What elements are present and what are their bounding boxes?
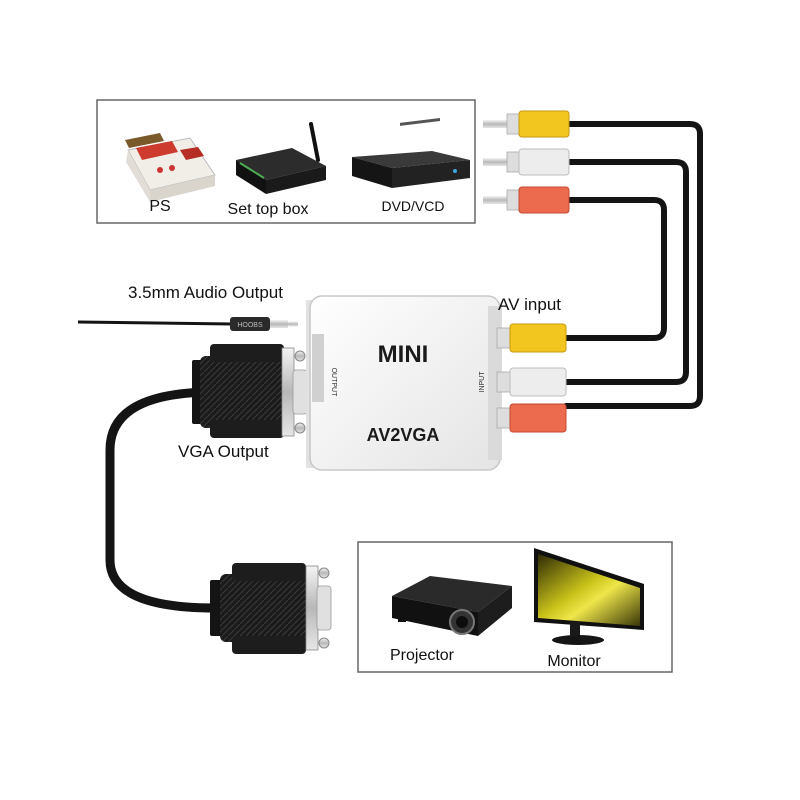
rca-plug-yellow-input xyxy=(496,323,567,353)
audio-cable xyxy=(77,320,233,326)
av-cables xyxy=(563,121,703,409)
output-devices-frame xyxy=(357,541,673,673)
ps-console-icon xyxy=(125,133,216,202)
output-label-monitor: Monitor xyxy=(547,653,601,670)
set-top-box-icon xyxy=(236,122,326,194)
monitor-icon xyxy=(534,548,644,645)
source-label-set-top-box: Set top box xyxy=(228,201,309,218)
vga-output-label: VGA Output xyxy=(178,442,269,461)
rca-plug-white-input xyxy=(496,367,567,397)
rca-plug-red-top xyxy=(483,186,570,214)
dvd-player-icon xyxy=(352,117,470,188)
vga-connector-upper xyxy=(192,344,308,438)
converter-input-port-label: INPUT xyxy=(479,371,486,393)
converter-output-port-label: OUTPUT xyxy=(330,368,337,398)
av-input-label: AV input xyxy=(498,295,561,314)
rca-plug-yellow-top xyxy=(483,110,570,138)
audio-jack-icon: HOOBS xyxy=(230,317,298,331)
source-label-dvd-vcd: DVD/VCD xyxy=(381,198,444,214)
audio-output-label: 3.5mm Audio Output xyxy=(128,283,283,302)
source-devices-frame xyxy=(96,99,476,224)
projector-icon xyxy=(392,576,512,636)
vga-connector-lower xyxy=(210,563,332,654)
rca-plug-white-top xyxy=(483,148,570,176)
converter-model: AV2VGA xyxy=(367,425,440,445)
vga-cable xyxy=(105,387,220,613)
output-label-projector: Projector xyxy=(390,647,455,664)
converter-title: MINI xyxy=(378,341,429,368)
source-label-ps: PS xyxy=(149,198,170,215)
rca-plug-red-input xyxy=(496,403,567,433)
audio-jack-brand: HOOBS xyxy=(237,322,263,329)
